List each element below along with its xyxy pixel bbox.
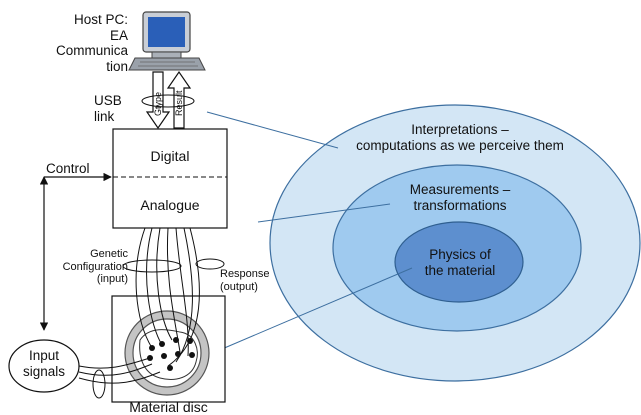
genetic-line-3: (input) [96,273,128,286]
input-line-1: Input [28,348,60,363]
outer-line-2: computations as we perceive them [356,137,564,153]
control-label: Control [46,161,90,176]
usb-line-2: link [94,108,115,124]
result-label: Result [174,90,184,116]
outer-line-1: Interpretations – [411,122,509,137]
inner-line-1: Physics of [429,247,491,262]
digital-label: Digital [150,148,190,164]
analogue-label: Analogue [140,197,200,213]
host-line-1: Host PC: [73,12,128,27]
digital-analogue-box [112,128,228,229]
usb-link-label: USB link [94,93,144,124]
inner-line-2: the material [424,262,496,278]
upload-arrow-icon [166,70,192,129]
gtype-label: Gtype [153,92,163,116]
host-line-4: tion [106,58,128,74]
input-signal-ring [92,369,106,399]
input-signals-label: Input signals [9,348,79,379]
material-blob [139,329,198,380]
connector-box-to-middle [257,203,391,223]
connector-disc-to-inner [214,267,413,353]
connector-usb-to-outer [206,111,339,149]
measurements-label: Measurements – transformations [375,182,545,213]
download-arrow-icon [145,71,171,130]
host-line-3: Communica [55,43,128,59]
genetic-line-1: Genetic [90,248,128,260]
material-disc-inner [132,318,202,388]
usb-line-1: USB [94,93,122,108]
response-label: Response (output) [220,268,290,293]
input-wires [78,357,161,384]
material-disc-label: Material disc [129,399,208,415]
middle-line-2: transformations [413,197,507,213]
genetic-line-2: Configuration [62,260,128,273]
physics-label: Physics of the material [405,247,515,278]
electrode-dots [147,337,195,371]
genetic-config-ring [122,259,182,273]
input-line-2: signals [22,363,66,379]
response-line-1: Response [220,268,270,280]
usb-link-ring [141,94,195,108]
genetic-config-label: Genetic Configuration (input) [30,248,128,286]
host-line-2: EA [109,27,128,43]
host-pc-label: Host PC: EA Communica tion [40,12,128,74]
interpretations-label: Interpretations – computations as we per… [325,122,595,153]
monitor-icon [128,11,206,71]
middle-line-1: Measurements – [409,182,511,197]
inner-layer-ellipse [394,221,524,303]
response-ring [195,258,225,270]
response-line-2: (output) [220,280,258,293]
